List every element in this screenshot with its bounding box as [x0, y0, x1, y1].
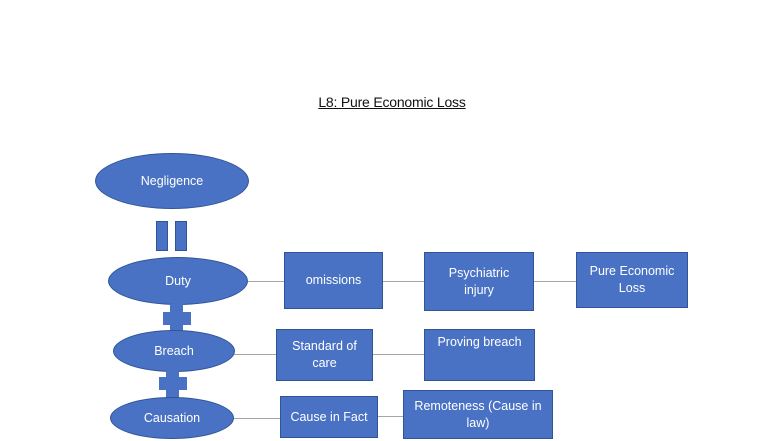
connector-standard-proving [372, 354, 424, 355]
page-title: L8: Pure Economic Loss [318, 94, 466, 110]
plus-sign-duty-breach-horizontal [163, 312, 191, 325]
omissions-label: omissions [305, 273, 362, 287]
omissions-box: omissions [284, 252, 383, 309]
psychiatric-injury-box: Psychiatric injury [424, 252, 534, 311]
plus-sign-breach-causation-horizontal [159, 377, 187, 390]
remoteness-label: Remoteness (Cause in law) [414, 398, 542, 430]
negligence-label: Negligence [140, 173, 204, 188]
duty-label: Duty [165, 273, 191, 288]
standard-of-care-label: Standard of care [292, 339, 357, 370]
remoteness-box: Remoteness (Cause in law) [403, 390, 553, 439]
psychiatric-injury-label: Psychiatric injury [448, 265, 510, 297]
connector-fact-remoteness [377, 416, 403, 417]
standard-of-care-box: Standard of care [276, 329, 373, 381]
causation-label: Causation [143, 410, 201, 425]
causation-node: Causation [110, 397, 234, 439]
pure-economic-loss-box: Pure Economic Loss [576, 252, 688, 308]
pure-economic-loss-label: Pure Economic Loss [589, 264, 675, 295]
duty-node: Duty [108, 257, 248, 305]
breach-node: Breach [113, 330, 235, 372]
cause-in-fact-label: Cause in Fact [290, 409, 368, 424]
proving-breach-label: Proving breach [437, 335, 522, 349]
cause-in-fact-box: Cause in Fact [280, 396, 378, 438]
connector-omissions-psychiatric [382, 281, 424, 282]
negligence-node: Negligence [95, 153, 249, 209]
breach-label: Breach [154, 343, 194, 358]
equals-bar-left [156, 221, 168, 251]
connector-breach-standard [234, 354, 276, 355]
connector-causation-fact [233, 418, 280, 419]
connector-duty-omissions [248, 281, 284, 282]
connector-psychiatric-pel [534, 281, 576, 282]
equals-bar-right [175, 221, 187, 251]
proving-breach-box: Proving breach [424, 329, 535, 381]
